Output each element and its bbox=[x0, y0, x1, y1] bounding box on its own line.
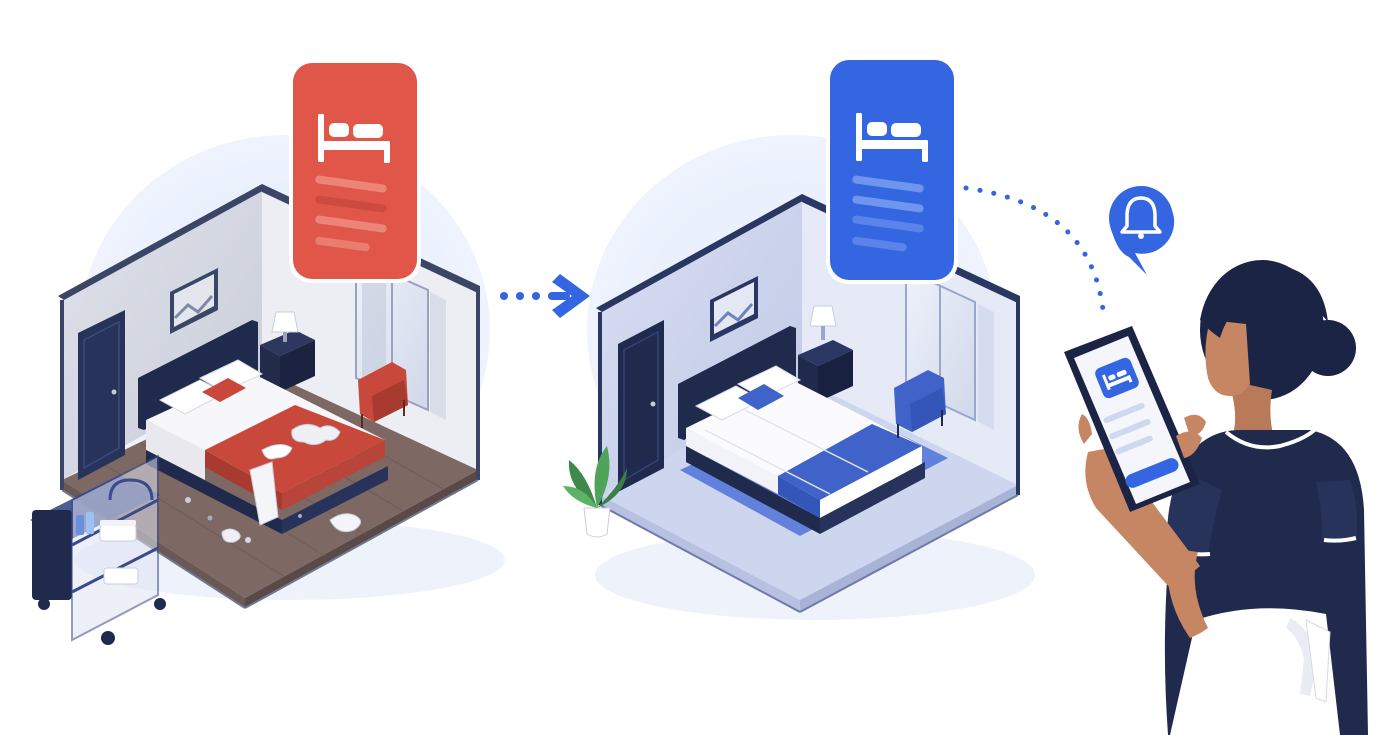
door bbox=[78, 310, 125, 480]
floor-clutter bbox=[329, 513, 361, 533]
card-text-line bbox=[852, 236, 907, 252]
towel bbox=[261, 444, 293, 460]
card-text-line bbox=[852, 175, 924, 193]
bed-icon bbox=[318, 114, 390, 163]
door bbox=[618, 320, 664, 492]
card-text-line bbox=[315, 175, 387, 193]
clean-status-card bbox=[826, 56, 958, 284]
clean-room bbox=[563, 56, 1035, 620]
housekeeping-cart bbox=[30, 454, 166, 645]
dirty-status-card bbox=[289, 59, 421, 283]
accent-pillow bbox=[738, 384, 784, 410]
card-text-line bbox=[852, 195, 924, 213]
bed-icon bbox=[856, 113, 928, 162]
card-text-line bbox=[315, 215, 387, 233]
lamp-shade bbox=[271, 311, 299, 333]
arrow-right-icon bbox=[500, 274, 590, 318]
housekeeper bbox=[1064, 260, 1368, 735]
dirty-room bbox=[30, 59, 505, 645]
hair-bun bbox=[1300, 320, 1356, 376]
nightstand bbox=[798, 340, 853, 366]
card-text-line bbox=[315, 195, 387, 213]
nightstand bbox=[260, 330, 315, 356]
potted-plant bbox=[563, 446, 627, 538]
card-text-line bbox=[852, 215, 924, 233]
sync-connector bbox=[963, 185, 1107, 323]
lamp-shade bbox=[809, 305, 837, 327]
bed-blanket-blue bbox=[778, 424, 922, 500]
accent-pillow bbox=[202, 378, 246, 402]
smartphone bbox=[1064, 326, 1200, 512]
floor-clutter bbox=[221, 528, 241, 543]
bell-icon bbox=[1106, 183, 1176, 275]
bed-icon bbox=[1101, 369, 1133, 391]
card-text-line bbox=[315, 236, 370, 252]
crumpled-sheet bbox=[291, 424, 341, 446]
towel bbox=[249, 461, 279, 526]
